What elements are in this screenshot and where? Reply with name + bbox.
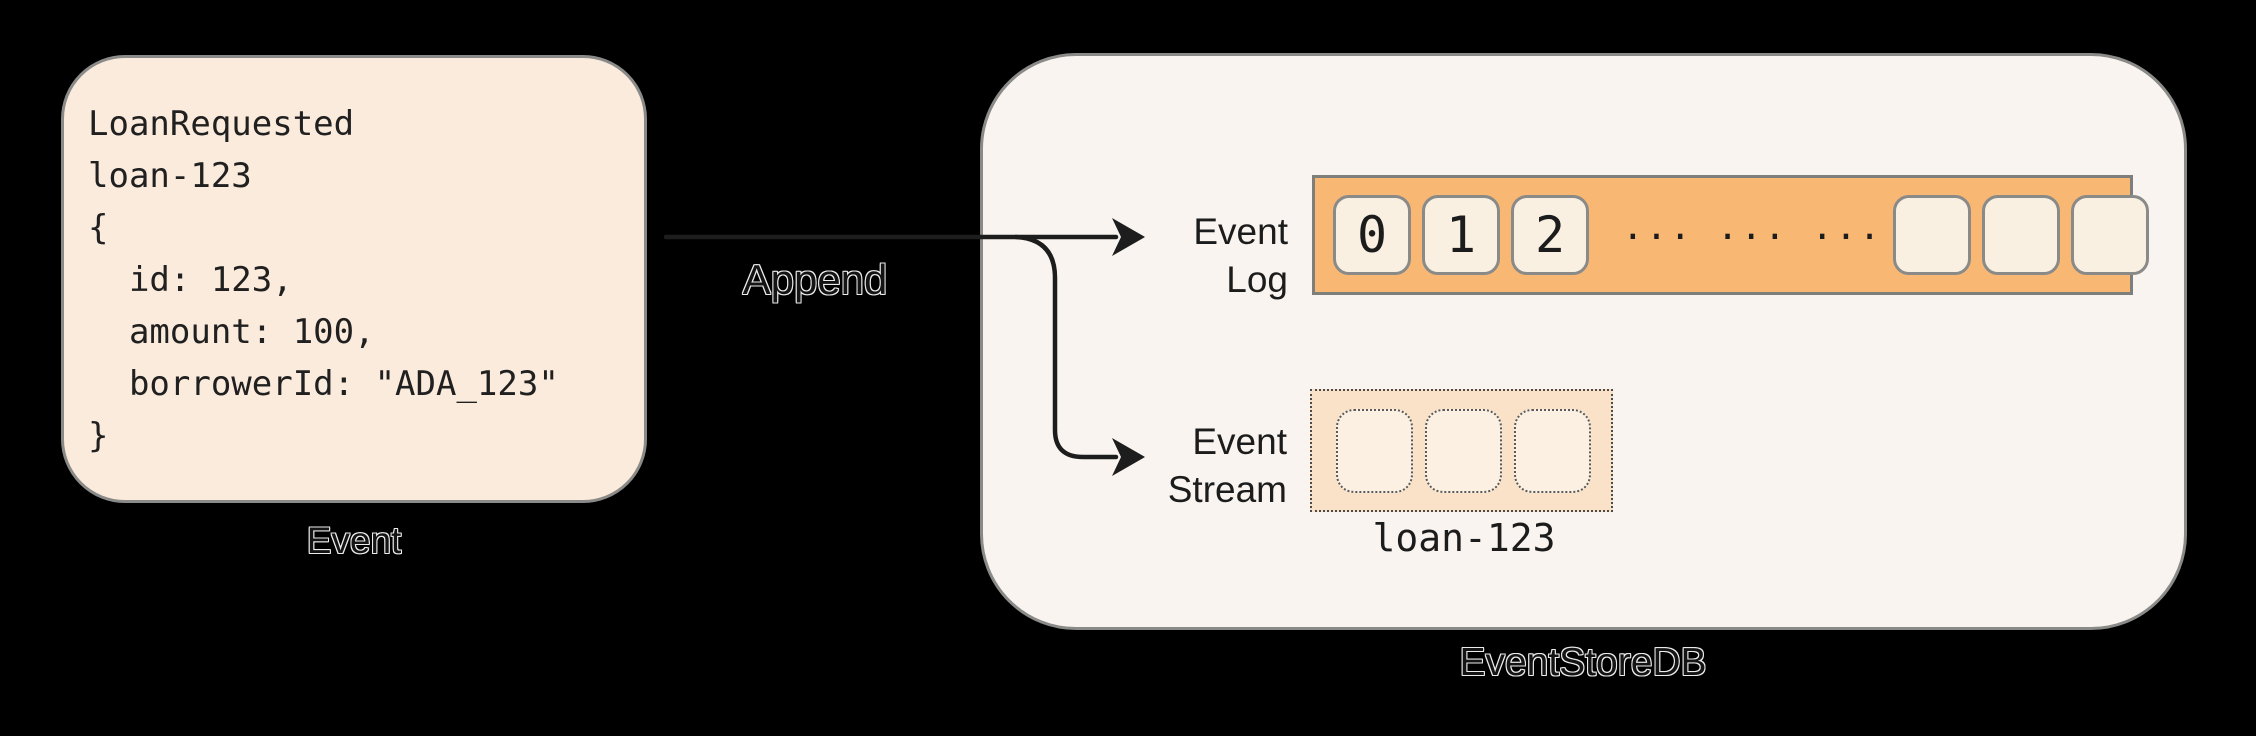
- event-log-cell-1: 1: [1422, 195, 1500, 275]
- event-log-empty-cells: [1882, 195, 2150, 275]
- event-stream-empty-cell: [1514, 408, 1591, 493]
- event-log-empty-cell: [1982, 195, 2061, 275]
- event-log-empty-cell: [1893, 195, 1972, 275]
- event-log-bar: 0 1 2 ... ... ...: [1312, 175, 2150, 295]
- event-stream-empty-cell: [1336, 408, 1413, 493]
- append-arrow-label: Append: [742, 256, 888, 303]
- event-log-cell-2: 2: [1511, 195, 1589, 275]
- event-stream-empty-cell: [1425, 408, 1502, 493]
- event-log-label-line2: Log: [1226, 259, 1288, 300]
- stream-name-label: loan-123: [1372, 516, 1556, 560]
- event-card: LoanRequested loan-123 { id: 123, amount…: [61, 55, 647, 503]
- event-stream-label: Event Stream: [1168, 418, 1287, 514]
- event-log-label-line1: Event: [1193, 211, 1288, 252]
- event-stream-label-line1: Event: [1192, 421, 1287, 462]
- event-log-empty-cell: [2071, 195, 2150, 275]
- event-log-ellipsis: ... ... ...: [1622, 206, 1883, 248]
- event-card-caption: Event: [306, 520, 402, 561]
- event-log-cell-0: 0: [1333, 195, 1411, 275]
- event-code-block: LoanRequested loan-123 { id: 123, amount…: [88, 104, 559, 456]
- eventstoredb-container: Event Log 0 1 2 ... ... ... Event Stream…: [980, 53, 2187, 630]
- event-stream-label-line2: Stream: [1167, 469, 1287, 510]
- eventstoredb-caption: EventStoreDB: [1459, 641, 1707, 684]
- event-stream-box: [1310, 389, 1613, 512]
- event-log-label: Event Log: [1193, 208, 1288, 304]
